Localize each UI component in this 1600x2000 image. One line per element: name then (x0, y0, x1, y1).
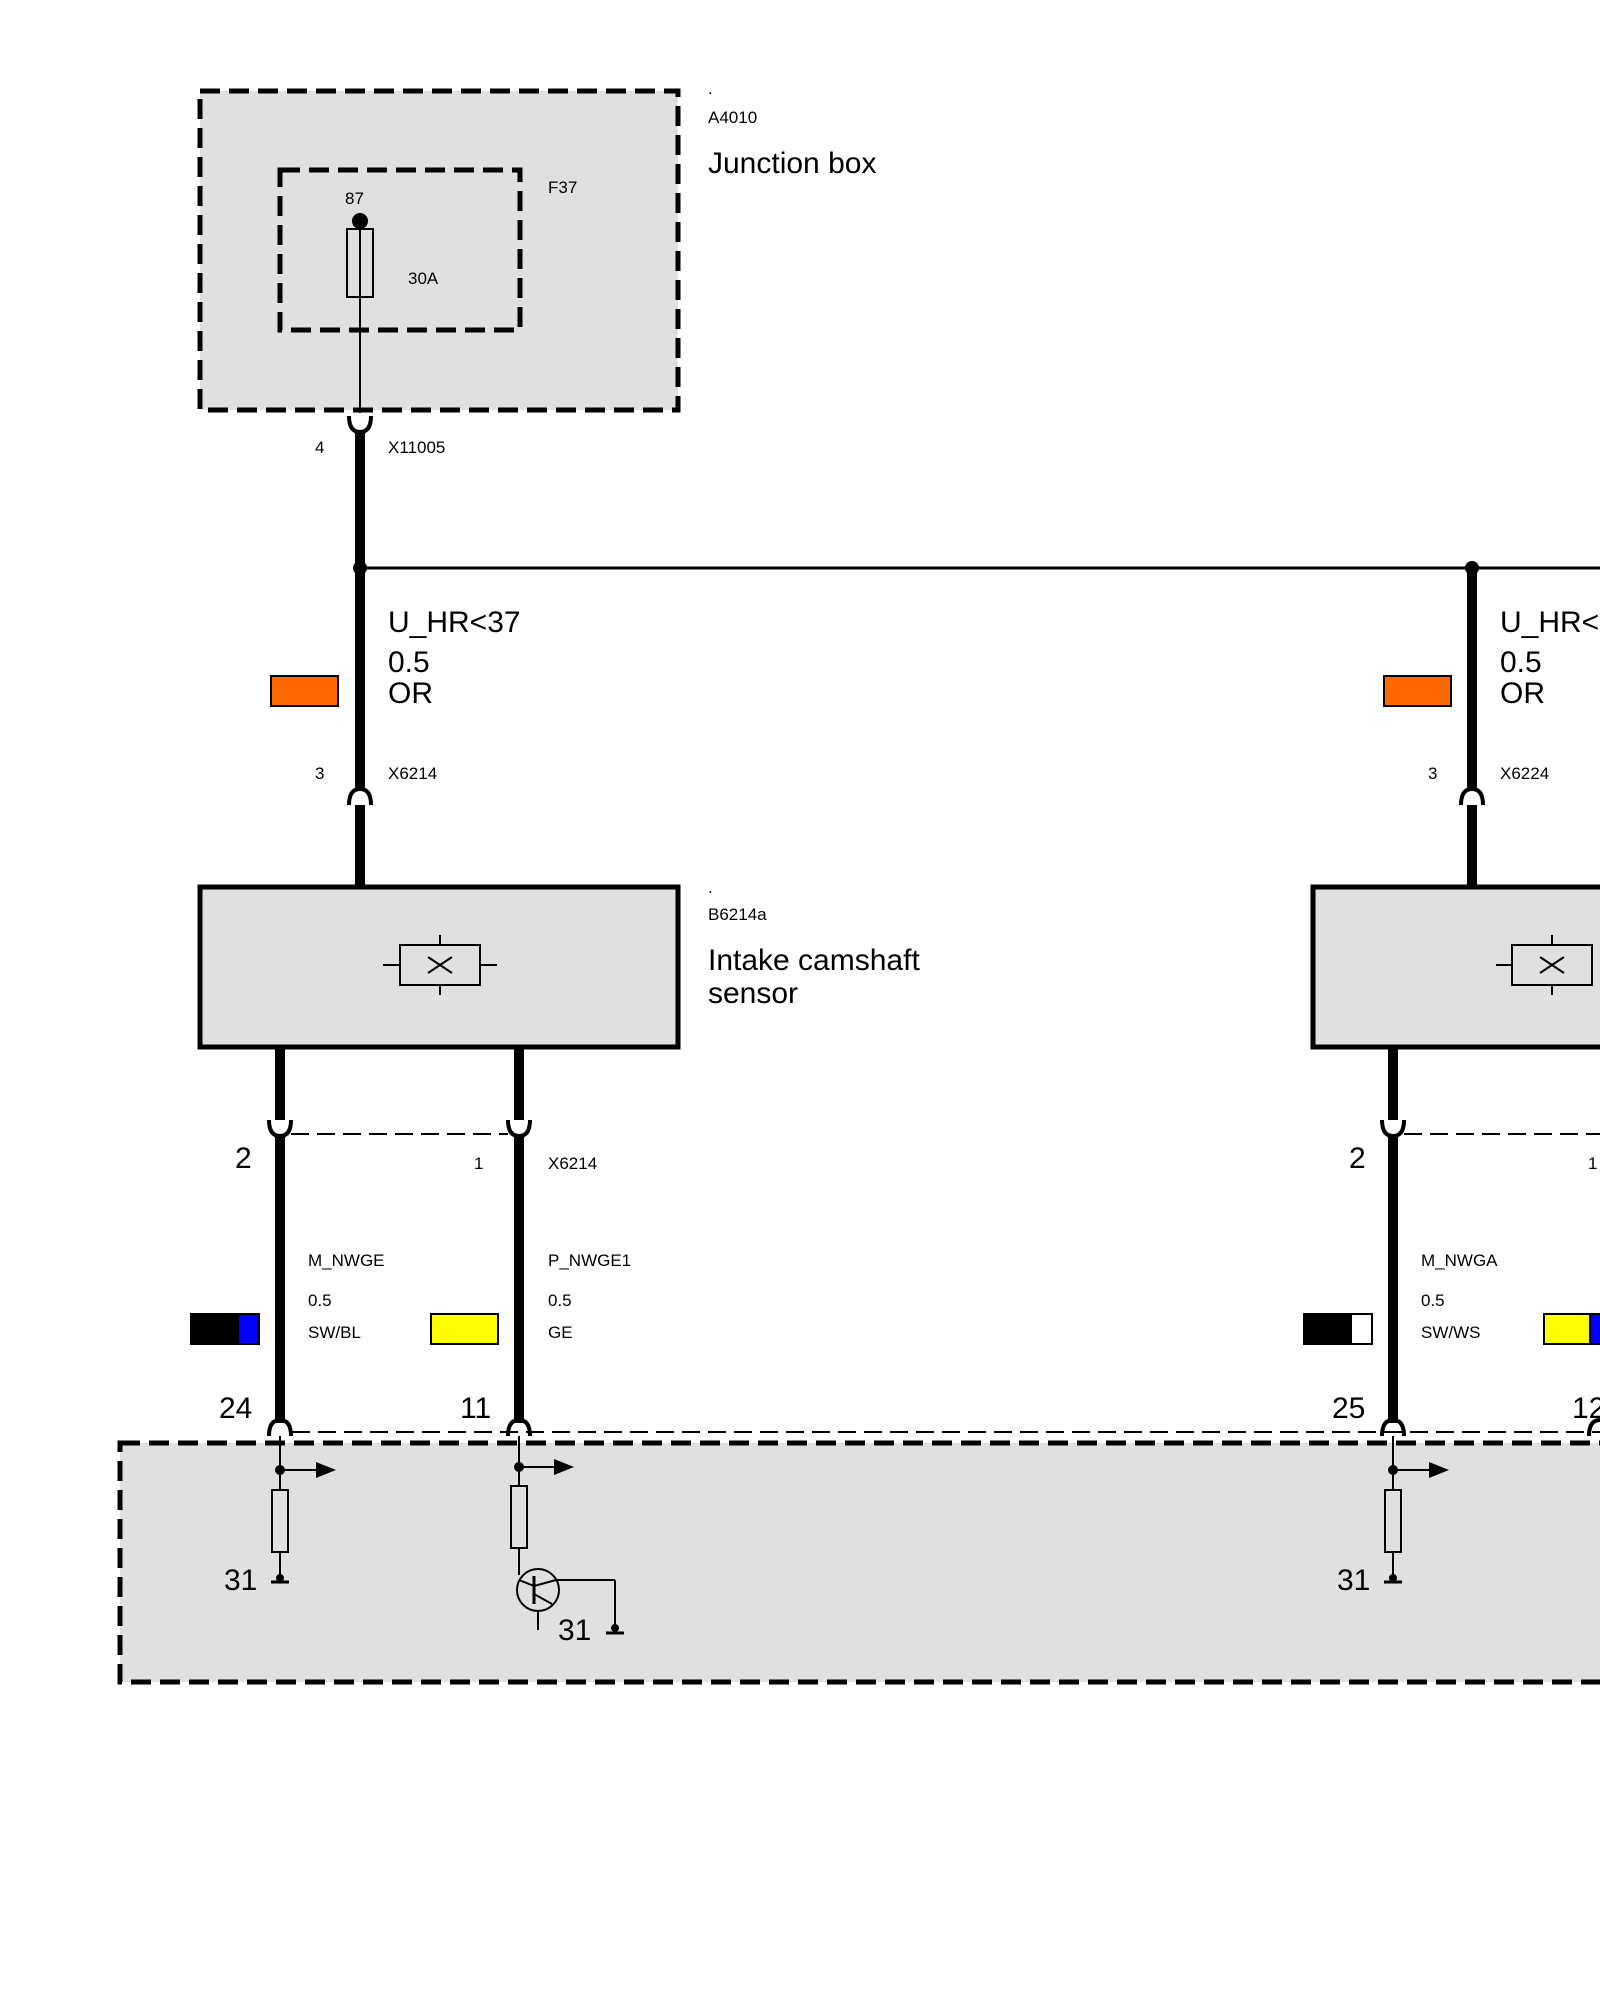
dme-pin-24-arrow-head (316, 1462, 336, 1478)
connector-x6224-bottom-pin2-symbol (1380, 1119, 1406, 1139)
connector-x6224-bottom-pin1: 1 (1588, 1154, 1597, 1173)
swatch-m-nwge-b (237, 1313, 260, 1345)
wire-color-left: OR (388, 677, 433, 710)
fuse-pin: 87 (345, 189, 364, 208)
connector-x6224-bottom-pin2: 2 (1349, 1142, 1366, 1175)
swatch-m-nwga-b (1350, 1313, 1373, 1345)
wire-signal-left: U_HR<37 (388, 606, 521, 639)
dme-pin-24-symbol (267, 1417, 293, 1437)
swatch-m-nwge-frame (190, 1313, 260, 1345)
wire-size-left: 0.5 (388, 646, 430, 679)
transistor-emitter (533, 1579, 557, 1587)
sensor-left-box (197, 884, 681, 1050)
wire-size-right: 0.5 (1500, 646, 1542, 679)
junction-box-name: Junction box (708, 147, 876, 180)
sensor-right-symbol-x2 (1539, 956, 1565, 974)
signal-m-nwga-name: M_NWGA (1421, 1251, 1498, 1270)
sensor-left-symbol-x2 (427, 956, 453, 974)
swatch-p-right-a (1543, 1313, 1591, 1345)
connector-x6224-top-pin: 3 (1428, 764, 1437, 783)
fuse-rating: 30A (408, 269, 439, 288)
dme-pin-12-symbol (1587, 1418, 1600, 1437)
signal-m-nwge-color: SW/BL (308, 1323, 361, 1342)
connector-x6214-bottom-pin2-symbol (267, 1119, 293, 1139)
dme-pin-11-arrow-head (554, 1459, 574, 1475)
swatch-m-nwga-frame (1303, 1313, 1373, 1345)
connector-x6214-bottom-pin2: 2 (235, 1142, 252, 1175)
sensor-left-id: B6214a (708, 905, 767, 924)
ground-label-a: 31 (224, 1564, 257, 1597)
sensor-right-box (1310, 884, 1600, 1050)
fuse-holder-outline (277, 167, 523, 333)
swatch-p-right-b (1589, 1313, 1600, 1345)
connector-x11005-label: X11005 (388, 438, 445, 457)
fuse-id: F37 (548, 178, 577, 197)
signal-m-nwge-name: M_NWGE (308, 1251, 385, 1270)
wire-color-swatch-right (1383, 675, 1452, 707)
wire-signal-right: U_HR< (1500, 606, 1599, 639)
sensor-left-name-1: Intake camshaft (708, 944, 920, 977)
dme-pin-25-ground-dot (1389, 1574, 1397, 1582)
dme-pin-25-symbol (1380, 1417, 1406, 1437)
transistor-collector (518, 1579, 535, 1587)
connector-x6214-bottom-pin1: 1 (474, 1154, 483, 1173)
connector-x11005-pin: 4 (315, 438, 324, 457)
transistor-ground-dot (611, 1624, 619, 1632)
connector-x6224-top-symbol (1459, 786, 1485, 806)
dme-pin-11: 11 (460, 1392, 491, 1425)
swatch-p-nwge1 (430, 1313, 499, 1345)
junction-box-outline (197, 88, 681, 413)
junction-box-id: A4010 (708, 108, 757, 127)
connector-x6214-bottom-label: X6214 (548, 1154, 597, 1173)
signal-m-nwge-size: 0.5 (308, 1291, 332, 1310)
signal-m-nwga-size: 0.5 (1421, 1291, 1445, 1310)
signal-p-nwge1-name: P_NWGE1 (548, 1251, 631, 1270)
dme-pin-11-symbol (506, 1417, 532, 1437)
wire-color-swatch-left (270, 675, 339, 707)
connector-x6224-top-label: X6224 (1500, 764, 1549, 783)
dme-module-box (117, 1440, 1600, 1685)
ground-label-b: 31 (558, 1614, 591, 1647)
connector-x11005-symbol (347, 415, 373, 435)
dme-pin-24: 24 (219, 1392, 252, 1425)
swatch-m-nwga-a (1304, 1314, 1351, 1344)
connector-x6214-bottom-pin1-symbol (506, 1119, 532, 1139)
dme-pin-25: 25 (1332, 1392, 1365, 1425)
dme-pin-25-arrow-head (1429, 1462, 1449, 1478)
connector-x6214-top-symbol (347, 786, 373, 806)
signal-m-nwga-color: SW/WS (1421, 1323, 1481, 1342)
transistor-emitter-2 (533, 1593, 553, 1605)
sensor-left-dot: . (708, 878, 713, 897)
ground-label-c: 31 (1337, 1564, 1370, 1597)
connector-x6214-top-pin: 3 (315, 764, 324, 783)
junction-box-dot: . (708, 79, 713, 98)
connector-x6214-top-label: X6214 (388, 764, 437, 783)
swatch-m-nwge-a (191, 1314, 238, 1344)
sensor-left-name-2: sensor (708, 977, 798, 1010)
signal-p-nwge1-color: GE (548, 1323, 573, 1342)
dme-pin-24-ground-dot (276, 1574, 284, 1582)
wire-color-right: OR (1500, 677, 1545, 710)
signal-p-nwge1-size: 0.5 (548, 1291, 572, 1310)
